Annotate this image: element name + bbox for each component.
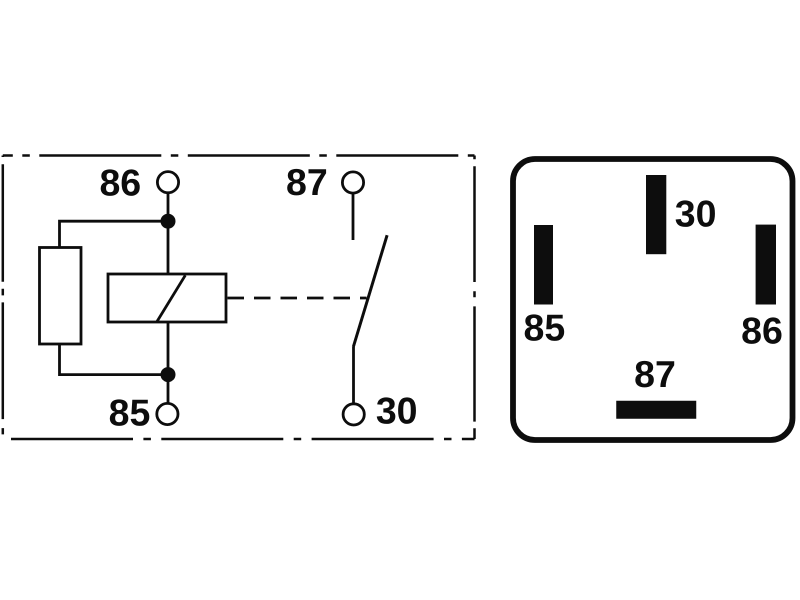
- svg-text:85: 85: [524, 307, 566, 349]
- svg-text:85: 85: [109, 392, 151, 434]
- svg-text:86: 86: [741, 310, 783, 352]
- svg-text:30: 30: [376, 390, 418, 432]
- svg-text:86: 86: [99, 162, 141, 204]
- svg-text:87: 87: [286, 161, 328, 203]
- svg-text:30: 30: [675, 193, 717, 235]
- svg-text:87: 87: [634, 353, 676, 395]
